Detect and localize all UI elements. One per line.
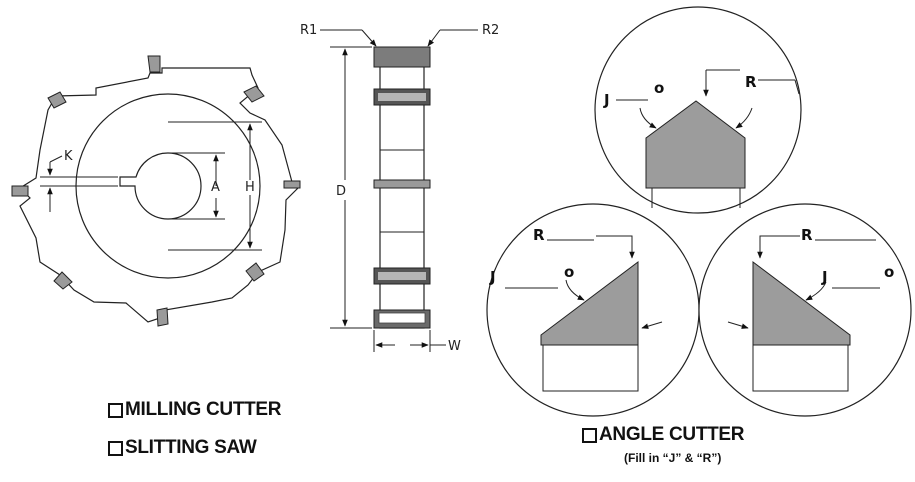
- tooth-upper-right: [243, 85, 265, 103]
- label-d: D: [336, 184, 346, 199]
- profile-band-middle: [373, 179, 431, 189]
- top-pointed-tip: [645, 100, 746, 189]
- label-r1: R1: [300, 23, 317, 38]
- cutter-teeth: [11, 55, 301, 327]
- tooth-left: [11, 185, 29, 197]
- cutter-side-profile: [373, 46, 431, 329]
- milling-cutter-checkbox[interactable]: [108, 402, 123, 418]
- option-slitting-saw[interactable]: SLITTING SAW: [108, 437, 257, 459]
- label-a: A: [211, 180, 220, 195]
- angle-cutter-label: ANGLE CUTTER: [599, 424, 745, 445]
- label-k: K: [64, 149, 73, 164]
- top-label-j: J: [603, 91, 610, 109]
- angle-cutter-checkbox[interactable]: [582, 427, 597, 443]
- milling-cutter-label: MILLING CUTTER: [125, 399, 282, 420]
- right-label-deg: o: [884, 263, 894, 281]
- slitting-saw-checkbox[interactable]: [108, 440, 123, 456]
- milling-dimensions: [40, 121, 262, 251]
- label-r2: R2: [482, 23, 499, 38]
- angle-cutter-note: (Fill in “J” & “R”): [624, 451, 722, 465]
- left-label-deg: o: [564, 263, 574, 281]
- left-label-r: R: [533, 226, 545, 244]
- tooth-upper-left: [47, 91, 67, 109]
- option-milling-cutter[interactable]: MILLING CUTTER: [108, 399, 282, 421]
- label-w: W: [448, 339, 461, 354]
- right-angle-tip: [752, 260, 851, 346]
- tooth-lower-right: [245, 262, 265, 282]
- profile-dimensions: [320, 29, 478, 352]
- right-label-j: J: [821, 268, 828, 286]
- angle-detail-top: [594, 6, 802, 214]
- option-angle-cutter[interactable]: ANGLE CUTTER: [582, 424, 745, 446]
- bore-with-keyway: [119, 152, 202, 220]
- right-label-r: R: [801, 226, 813, 244]
- angle-detail-left: [486, 203, 700, 417]
- tooth-right: [283, 180, 301, 189]
- profile-tip-top: [373, 46, 431, 68]
- angle-detail-right: [698, 203, 912, 417]
- tooth-top: [147, 55, 161, 73]
- top-label-deg: o: [654, 79, 664, 97]
- top-label-r: R: [745, 73, 757, 91]
- label-h: H: [245, 180, 255, 195]
- left-label-j: J: [489, 268, 496, 286]
- slitting-saw-label: SLITTING SAW: [125, 437, 257, 458]
- tooth-bottom: [156, 307, 169, 327]
- tooth-lower-left: [53, 271, 73, 290]
